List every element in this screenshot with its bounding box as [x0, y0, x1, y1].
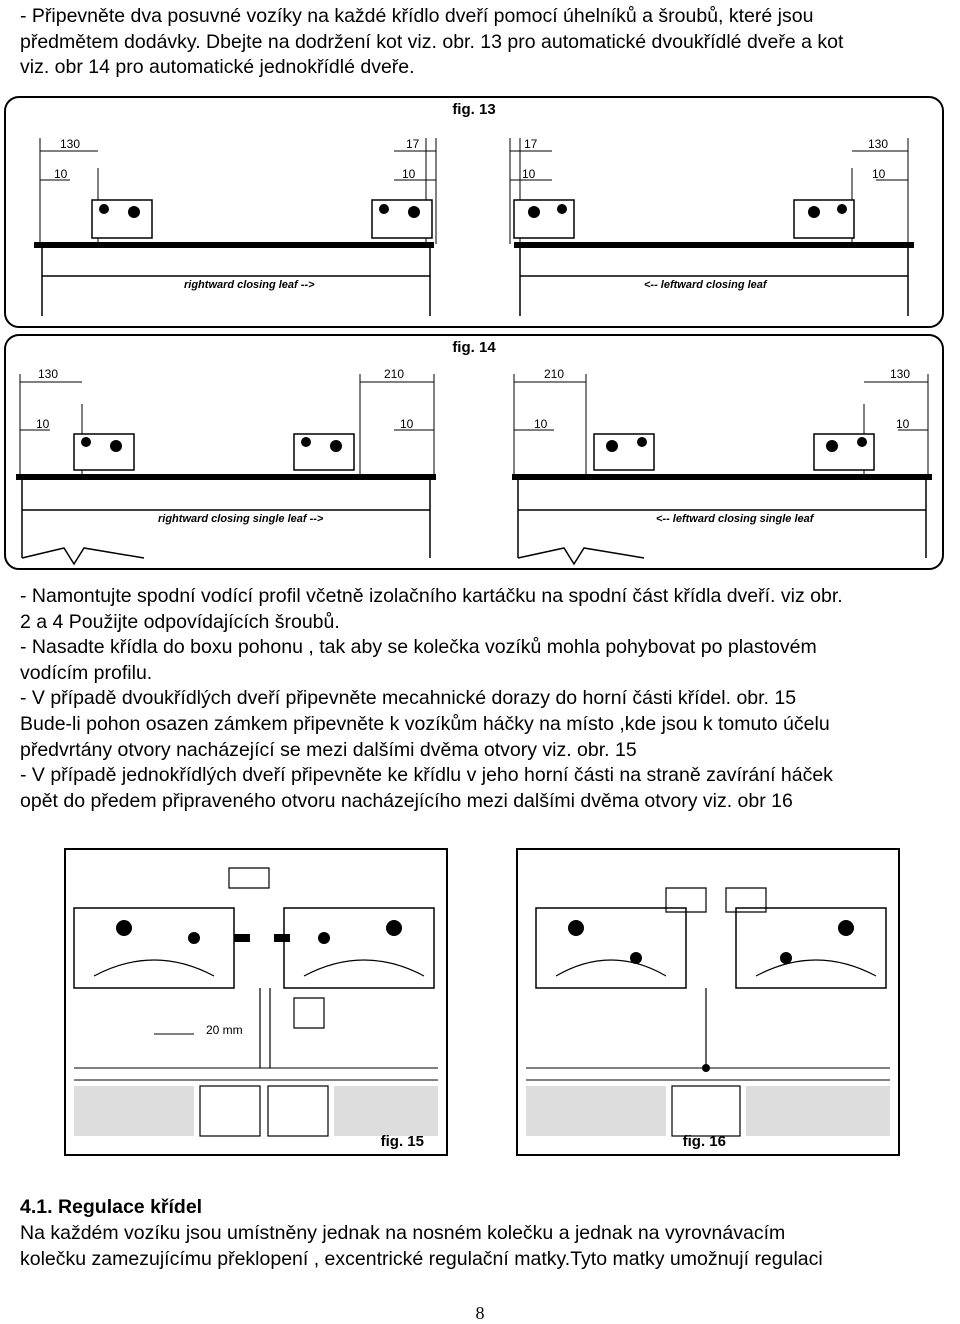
figure-frame [4, 334, 944, 570]
carriage-wheels [568, 920, 854, 1072]
leaf-label-left: rightward closing leaf --> [184, 279, 315, 291]
page-number: 8 [475, 1303, 485, 1323]
text-line: opět do předem připraveného otvoru nachá… [20, 789, 793, 812]
figure-15-title: fig. 15 [381, 1133, 424, 1150]
figure-16-drawing: fig. 16 [516, 848, 900, 1156]
dimension-label: 130 [60, 137, 80, 151]
figure-14-drawing: fig. 14 130 10 210 10 210 10 130 10 [4, 334, 944, 570]
dimension-label: 130 [868, 137, 888, 151]
carriage-group [535, 907, 887, 989]
dimension-lines [19, 374, 929, 474]
carriage-group [73, 907, 435, 989]
floor-section [74, 1067, 438, 1081]
floor-hatch [74, 1086, 194, 1136]
section-heading: 4.1. Regulace křídel [20, 1196, 203, 1218]
figure-frame [64, 848, 448, 1156]
dimension-label: 210 [384, 367, 404, 381]
dimension-label: 17 [524, 137, 538, 151]
dimension-label: 17 [406, 137, 420, 151]
carriage-group [91, 199, 855, 239]
bracket-details [555, 887, 877, 1068]
door-leaf-top [34, 242, 434, 248]
figure-15: 20 mm fig. 15 [64, 848, 448, 1156]
dimension-label: 10 [36, 417, 50, 431]
floor-hatch [334, 1086, 438, 1136]
dimension-label: 10 [896, 417, 910, 431]
dimension-label: 10 [54, 167, 68, 181]
dimension-label: 130 [890, 367, 910, 381]
text-line: - V případě dvoukřídlých dveří připevnět… [20, 687, 797, 710]
door-leaf-outline [21, 480, 927, 566]
intro-paragraph: - Připevněte dva posuvné vozíky na každé… [20, 4, 945, 81]
dimension-label: 10 [402, 167, 416, 181]
bracket-details [93, 867, 425, 1068]
floor-guide [671, 1085, 741, 1137]
figure-frame [516, 848, 900, 1156]
text-line: Bude-li pohon osazen zámkem připevněte k… [20, 712, 830, 735]
bottom-paragraph: Na každém vozíku jsou umístněny jednak n… [20, 1221, 945, 1272]
carriage-group [73, 433, 875, 471]
figure-13-drawing: fig. 13 130 10 17 10 17 10 130 10 [4, 96, 944, 328]
middle-paragraph: - Namontujte spodní vodící profil včetně… [20, 584, 945, 814]
figure-15-drawing: 20 mm fig. 15 [64, 848, 448, 1156]
text-line: - Připevněte dva posuvné vozíky na každé… [20, 5, 814, 27]
figure-13-title: fig. 13 [452, 101, 495, 118]
text-line: - V případě jednokřídlých dveří připevně… [20, 764, 833, 787]
door-leaf-top [514, 242, 914, 248]
figure-14-title: fig. 14 [452, 339, 496, 356]
dimension-label: 10 [872, 167, 886, 181]
text-line: - Nasadte křídla do boxu pohonu , tak ab… [20, 636, 817, 659]
leaf-label-right: <-- leftward closing leaf [644, 279, 768, 291]
floor-hatch [746, 1086, 890, 1136]
text-line: předvrtány otvory nacházející se mezi da… [20, 738, 637, 761]
leaf-label-right: <-- leftward closing single leaf [656, 513, 815, 525]
figure-16: fig. 16 [516, 848, 900, 1156]
text-line: Na každém vozíku jsou umístněny jednak n… [20, 1222, 786, 1244]
floor-section [526, 1067, 890, 1081]
floor-guides [199, 1085, 329, 1137]
figure-frame [4, 96, 944, 328]
text-line: vodícím profilu. [20, 661, 153, 684]
text-line: - Namontujte spodní vodící profil včetně… [20, 585, 843, 607]
carriage-wheels [81, 437, 867, 452]
figure-16-title: fig. 16 [683, 1133, 726, 1150]
carriage-wheels [116, 920, 402, 944]
text-line: 2 a 4 Použijte odpovídajících šroubů. [20, 610, 340, 633]
floor-hatch [526, 1086, 666, 1136]
text-line: předmětem dodávky. Dbejte na dodržení ko… [20, 30, 844, 53]
figure-14: fig. 14 130 10 210 10 210 10 130 10 [4, 334, 944, 570]
dimension-label: 20 mm [206, 1023, 243, 1037]
dimension-label: 10 [400, 417, 414, 431]
text-line: viz. obr 14 pro automatické jednokřídlé … [20, 56, 415, 79]
dimension-label: 10 [534, 417, 548, 431]
dimension-label: 210 [544, 367, 564, 381]
carriage-wheels [99, 204, 847, 218]
door-leaf-outline [41, 248, 909, 316]
figure-13: fig. 13 130 10 17 10 17 10 130 10 [4, 96, 944, 328]
text-line: kolečku zamezujícímu překlopení , excent… [20, 1247, 823, 1270]
dimension-label: 130 [38, 367, 58, 381]
door-leaf-top [512, 474, 932, 480]
leaf-label-left: rightward closing single leaf --> [158, 513, 324, 525]
dimension-label: 10 [522, 167, 536, 181]
door-leaf-top [16, 474, 436, 480]
dimension-lines [39, 138, 909, 244]
